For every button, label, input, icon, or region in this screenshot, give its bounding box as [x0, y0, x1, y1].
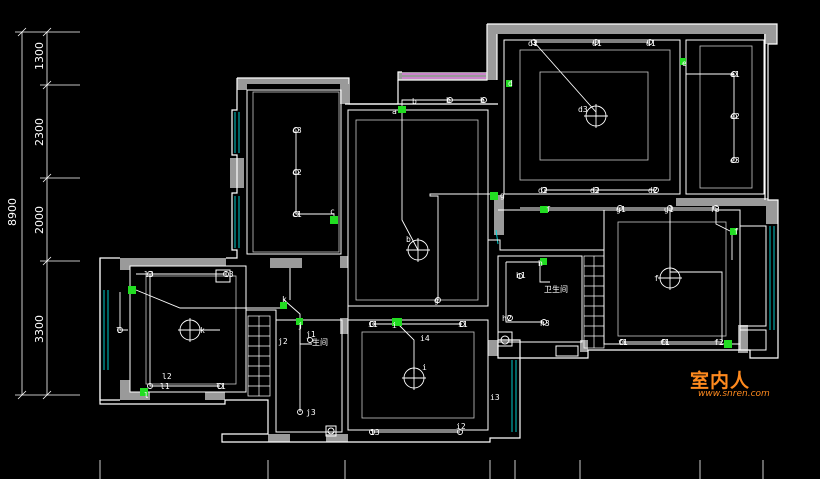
label-d1a: d1 [528, 39, 538, 48]
lamp-symbols [178, 104, 682, 390]
label-j2: j2 [278, 337, 288, 346]
windows [103, 73, 775, 432]
lamp-b [406, 238, 430, 262]
label-l-switch: l [116, 326, 121, 335]
label-c3: c3 [292, 126, 302, 135]
label-k: k [200, 326, 205, 335]
label-d1c: d1 [646, 39, 656, 48]
label-i: i [392, 321, 397, 330]
label-b1: b [412, 97, 417, 106]
label-l1b: l1 [216, 382, 226, 391]
cabinets [247, 255, 605, 397]
fixture-labels: d1 d1 d1 d3 d2 d2 d2 d e1 e2 e3 e b b b … [116, 39, 740, 437]
lamp-f [658, 266, 682, 290]
watermark-title: 室内人 [690, 370, 751, 392]
label-d1b: d1 [592, 39, 602, 48]
label-i2: i2 [456, 422, 466, 431]
label-e1: e1 [730, 70, 740, 79]
dimension-segment-3: 2000 [33, 206, 46, 234]
label-j: j [298, 321, 303, 330]
label-d: d [508, 79, 513, 88]
label-f2: f2 [714, 338, 724, 347]
label-l3b: l3 [224, 270, 234, 279]
label-a: a [392, 107, 397, 116]
label-i1a: i1 [368, 320, 378, 329]
label-l: l [144, 391, 149, 400]
label-d2c: d2 [648, 186, 658, 195]
label-g3: g [434, 296, 439, 305]
walls [120, 24, 778, 442]
dimension-segment-4: 3300 [33, 315, 46, 343]
label-h3: h3 [540, 319, 550, 328]
label-j1: j1 [306, 330, 316, 339]
lamp-i5 [402, 366, 426, 390]
label-e3: e3 [730, 156, 740, 165]
label-d2b: d2 [590, 186, 600, 195]
wiring [119, 41, 735, 433]
label-k-switch: k [282, 295, 287, 304]
watermark-logo: 室内人 www.snren.com [682, 366, 802, 404]
label-h2: h2 [502, 314, 512, 323]
rooms [129, 39, 767, 437]
label-f1a: f1 [618, 338, 628, 347]
label-i3b: i3 [490, 393, 500, 402]
label-c1: c1 [292, 210, 302, 219]
outer-outline [99, 23, 779, 443]
label-e2: e2 [730, 112, 740, 121]
label-j3: j3 [306, 408, 316, 417]
switch-points [128, 58, 737, 396]
lamp-k [178, 318, 202, 342]
lamp-d3 [584, 104, 608, 128]
label-i4: i4 [420, 334, 430, 343]
label-l3: l3 [144, 270, 154, 279]
label-g1a: g1 [616, 205, 626, 214]
label-i1b: i1 [458, 320, 468, 329]
label-d3: d3 [578, 105, 588, 114]
label-l2: l2 [162, 372, 172, 381]
dimension-total: 8900 [6, 198, 19, 226]
label-f3: f3 [710, 205, 720, 214]
label-f-lamp: f [654, 274, 659, 283]
watermark-url: www.snren.com [698, 389, 770, 399]
label-l1: l1 [160, 382, 170, 391]
label-f1b: f1 [660, 338, 670, 347]
label-f-switch: f [734, 227, 739, 236]
label-h1: h1 [516, 271, 526, 280]
label-c2: c2 [292, 168, 302, 177]
dimension-chain: 8900 1300 2300 2000 3300 [6, 27, 80, 400]
label-c: c [330, 207, 335, 216]
bottom-dimension-ticks [99, 460, 764, 479]
dimension-segment-2: 2300 [33, 118, 46, 146]
label-g: g [500, 191, 505, 200]
label-h: h [538, 259, 543, 268]
label-g1b: g1 [664, 205, 674, 214]
label-d2a: d2 [538, 186, 548, 195]
room-name-bathroom-right: 卫生间 [544, 284, 568, 294]
label-b: b [406, 235, 411, 244]
label-b2: b [446, 96, 451, 105]
label-e: e [682, 59, 687, 68]
label-f: f [546, 205, 551, 214]
label-i5: i [422, 363, 427, 372]
dimension-segment-1: 1300 [33, 42, 46, 70]
room-name-bathroom-left: 生间 [312, 337, 328, 347]
fixture-points [117, 39, 737, 435]
label-b3: b [480, 96, 485, 105]
label-i3a: i3 [370, 428, 380, 437]
